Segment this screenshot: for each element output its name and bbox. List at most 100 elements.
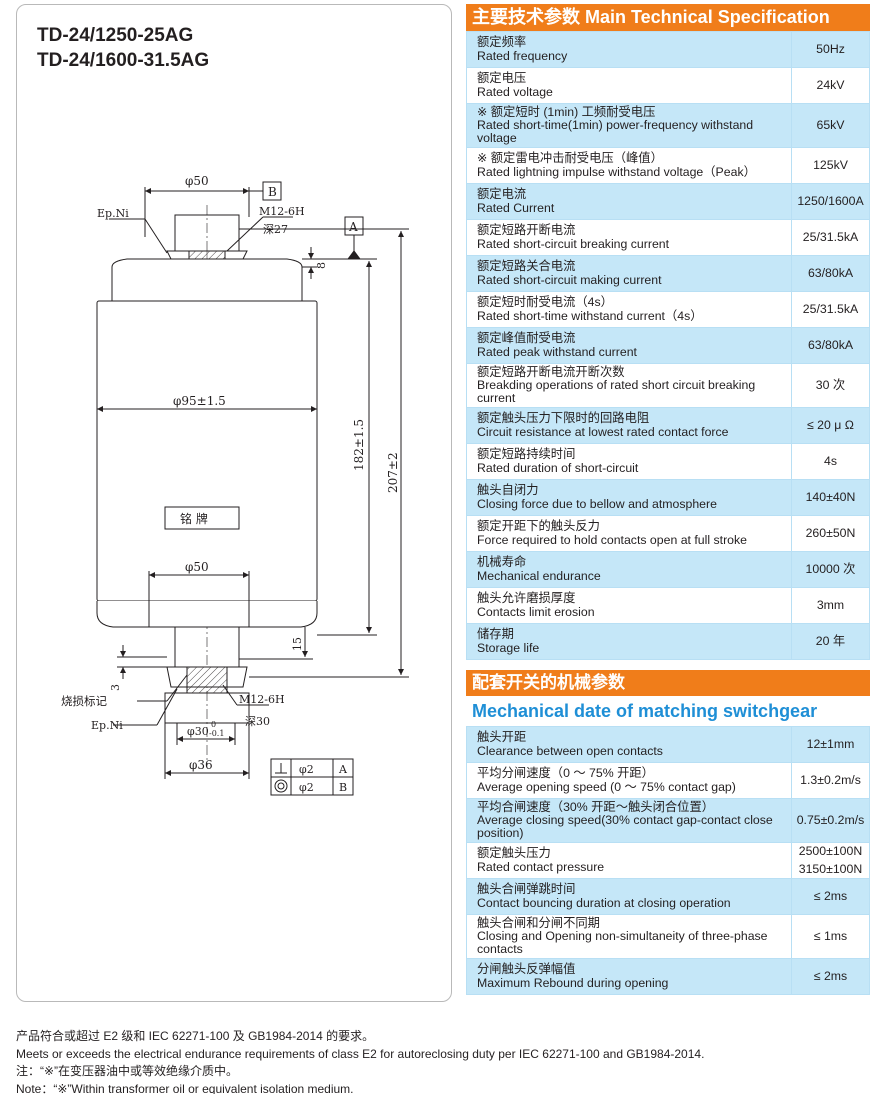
spec-value: 2500±100N: [798, 844, 863, 859]
spec-value: 4s: [824, 453, 837, 468]
spec-value: 1.3±0.2m/s: [800, 772, 861, 787]
spec-label-cn: ※ 额定短时 (1min) 工频耐受电压: [477, 104, 656, 119]
dim-8: 8: [315, 262, 328, 269]
note-asterisk-en: Note：“※”Within transformer oil or equiva…: [16, 1081, 354, 1094]
concentricity-symbol: [274, 779, 288, 793]
spec-value-cell: 1.3±0.2m/s: [791, 762, 870, 799]
depth-top-label: 深27: [263, 223, 288, 236]
spec-label-en: Average closing speed(30% contact gap-co…: [477, 812, 773, 841]
dim-phi50-mid: φ50: [185, 560, 209, 574]
interrupter-body: [111, 258, 303, 302]
note-compliance-en: Meets or exceeds the electrical enduranc…: [16, 1046, 705, 1061]
mech-spec-title-en: Mechanical date of matching switchgear: [472, 701, 818, 721]
spec-label-cell: 平均分闸速度（0 ～ 75% 开距）Average opening speed …: [466, 762, 792, 799]
spec-value: 25/31.5kA: [802, 229, 859, 244]
spec-label-cn: 额定短路持续时间: [477, 447, 576, 462]
dim-207: 207±2: [386, 452, 400, 493]
spec-value-cell: 2500±100N 3150±100N: [791, 842, 870, 879]
spec-value-cell: 1250/1600A: [791, 183, 870, 220]
spec-label-cn: 额定触头压力: [477, 846, 551, 861]
spec-value-cell: 260±50N: [791, 515, 870, 552]
spec-value: 63/80kA: [807, 265, 854, 280]
spec-label-cn: 分闸触头反弹幅值: [477, 962, 576, 977]
depth-bottom-label: 深30: [245, 715, 270, 728]
spec-value-cell: 25/31.5kA: [791, 291, 870, 328]
fcf-perp-ref: A: [338, 763, 348, 776]
spec-label-cn: 额定短时耐受电流（4s）: [477, 295, 613, 310]
spec-value: 50Hz: [816, 41, 845, 56]
ep-ni-bottom-label: Ep.Ni: [91, 719, 123, 732]
dim-phi95: φ95±1.5: [173, 394, 226, 408]
spec-label-cell: 平均合闸速度（30% 开距～触头闭合位置）Average closing spe…: [466, 798, 792, 843]
spec-label-en: Force required to hold contacts open at …: [477, 532, 747, 547]
model-name-1600: TD-24/1600-31.5AG: [37, 50, 210, 71]
spec-row: 平均分闸速度（0 ～ 75% 开距）Average opening speed …: [466, 762, 870, 799]
spec-value-secondary: 3150±100N: [798, 861, 863, 876]
ep-ni-top-label: Ep.Ni: [97, 207, 129, 220]
spec-value-cell: 125kV: [791, 147, 870, 184]
spec-value: 0.75±0.2m/s: [796, 812, 865, 827]
spec-value: 65kV: [816, 117, 845, 132]
spec-row: 额定短时耐受电流（4s）Rated short-time withstand c…: [466, 291, 870, 328]
dim-15: 15: [291, 637, 304, 651]
spec-value-cell: 10000 次: [791, 551, 870, 588]
spec-value: 10000 次: [805, 561, 856, 576]
spec-value: ≤ 2ms: [813, 968, 848, 983]
spec-value: 30 次: [815, 377, 846, 392]
spec-row: 平均合闸速度（30% 开距～触头闭合位置）Average closing spe…: [466, 798, 870, 843]
dim-182: 182±1.5: [352, 419, 366, 471]
spec-label-cn: 额定触头压力下限时的回路电阻: [477, 411, 650, 426]
dim-phi36: φ36: [189, 758, 213, 772]
spec-value-cell: 24kV: [791, 67, 870, 104]
note-asterisk-cn: 注：“※”在变压器油中或等效绝缘介质中。: [16, 1064, 239, 1078]
spec-value: 24kV: [816, 77, 845, 92]
spec-value-cell: 63/80kA: [791, 327, 870, 364]
spec-column: 主要技术参数 Main Technical Specification 额定频率…: [466, 4, 870, 995]
spec-label-en: Rated frequency: [477, 48, 568, 63]
spec-value-cell: 30 次: [791, 363, 870, 408]
spec-value-cell: 65kV: [791, 103, 870, 148]
spec-value-cell: ≤ 2ms: [791, 958, 870, 995]
spec-label-cell: ※ 额定雷电冲击耐受电压（峰值）Rated lightning impulse …: [466, 147, 792, 184]
spec-label-cn: 储存期: [477, 627, 514, 642]
spec-value-cell: 50Hz: [791, 31, 870, 68]
spec-value-cell: ≤ 20 μ Ω: [791, 407, 870, 444]
spec-value: 25/31.5kA: [802, 301, 859, 316]
spec-label-en: Rated short-circuit breaking current: [477, 236, 670, 251]
dimension-drawing: φ50 B Ep.Ni M12-6H 深27 A 8 φ95±1.5 182±1…: [61, 174, 409, 796]
spec-label-en: Breakding operations of rated short circ…: [477, 377, 756, 406]
spec-value: 20 年: [815, 633, 846, 648]
spec-value: ≤ 1ms: [813, 928, 848, 943]
spec-label-cn: 额定电流: [477, 187, 527, 202]
spec-label-cn: 平均合闸速度（30% 开距～触头闭合位置）: [477, 799, 715, 814]
spec-label-en: Rated short-time(1min) power-frequency w…: [477, 117, 754, 146]
spec-label-en: Rated short-time withstand current（4s）: [477, 308, 703, 323]
spec-value-cell: ≤ 2ms: [791, 878, 870, 915]
spec-value: 3mm: [816, 597, 845, 612]
spec-label-cn: ※ 额定雷电冲击耐受电压（峰值）: [477, 151, 663, 166]
spec-label-en: Rated peak withstand current: [477, 344, 637, 359]
fcf-conc-value: φ2: [299, 781, 314, 794]
